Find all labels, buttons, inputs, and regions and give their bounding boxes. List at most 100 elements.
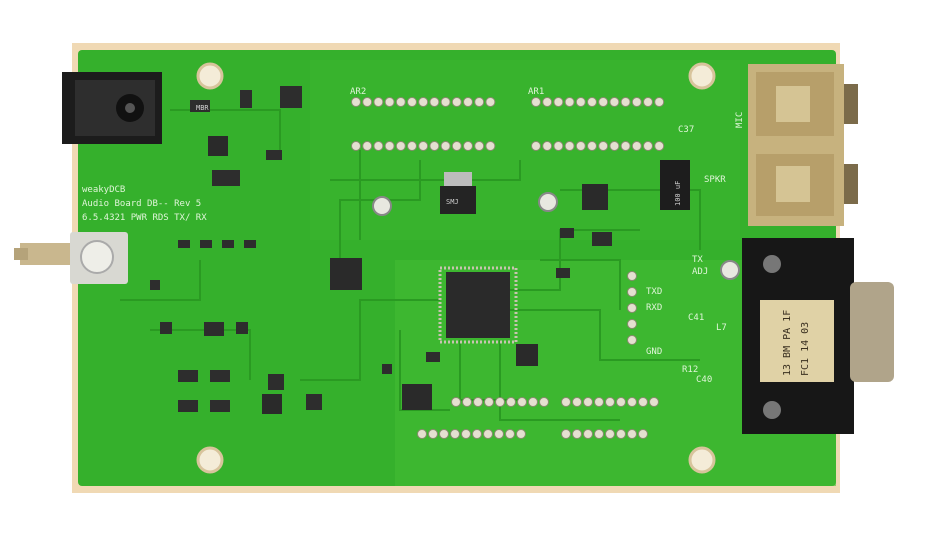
lower-pad-row-c bbox=[472, 429, 482, 439]
serial-pad bbox=[627, 271, 637, 281]
ar1-pad-top bbox=[587, 97, 597, 107]
lower-pad-row-c bbox=[428, 429, 438, 439]
ar2-pad-bottom bbox=[418, 141, 429, 151]
serial-pad bbox=[627, 303, 637, 313]
lower-pad-row-c bbox=[483, 429, 493, 439]
ar2-pad-top bbox=[395, 97, 406, 107]
ar1-pad-top bbox=[575, 97, 586, 107]
mounting-holes bbox=[196, 62, 716, 474]
serial-pad bbox=[627, 319, 637, 329]
ar1-pad-top bbox=[620, 97, 631, 107]
db9-connector bbox=[742, 238, 894, 434]
serial-pad bbox=[627, 287, 637, 297]
label-regulator: SMJ bbox=[446, 198, 459, 206]
lower-pad-row-b bbox=[572, 397, 582, 407]
ar1-pad-bottom bbox=[631, 141, 642, 151]
ar2-pad-bottom bbox=[463, 141, 473, 151]
ar2-pad-top bbox=[485, 97, 496, 107]
label-rxd: RXD bbox=[646, 303, 662, 313]
lower-pad-row-c bbox=[505, 429, 515, 439]
label-db9-line1: 13 BM PA 1F bbox=[782, 310, 793, 376]
ar2-pad-top bbox=[429, 97, 440, 107]
ar2-pad-top bbox=[384, 97, 395, 107]
ar1-pad-top bbox=[631, 97, 642, 107]
ar1-pad-bottom bbox=[587, 141, 597, 151]
ar1-pad-bottom bbox=[553, 141, 564, 151]
lower-pad-row-a bbox=[473, 397, 483, 407]
ar1-pad-bottom bbox=[575, 141, 586, 151]
dc-power-jack bbox=[62, 72, 162, 144]
ar2-pad-bottom bbox=[429, 141, 440, 151]
ar2-pad-top bbox=[351, 97, 361, 107]
lower-pad-row-d bbox=[605, 429, 615, 439]
lower-pad-row-c bbox=[516, 429, 526, 439]
lower-pad-row-d bbox=[583, 429, 593, 439]
label-spkr: SPKR bbox=[704, 175, 726, 185]
ar1-pad-bottom bbox=[531, 141, 541, 151]
ar2-pad-bottom bbox=[474, 141, 485, 151]
ar2-pad-bottom bbox=[451, 141, 462, 151]
ar1-pad-top bbox=[609, 97, 620, 107]
lower-pad-row-b bbox=[594, 397, 604, 407]
ar1-pad-bottom bbox=[564, 141, 575, 151]
lower-pad-row-a bbox=[528, 397, 538, 407]
ar1-pad-top bbox=[654, 97, 665, 107]
mcu-chip bbox=[438, 266, 518, 344]
label-gnd: GND bbox=[646, 347, 662, 357]
ground-pour-top bbox=[310, 60, 740, 240]
label-silk-left-1: weakyDCB bbox=[82, 185, 125, 195]
label-l7: L7 bbox=[716, 323, 727, 333]
lower-pad-row-c bbox=[461, 429, 471, 439]
ar2-pad-top bbox=[463, 97, 473, 107]
ar1-pad-top bbox=[553, 97, 564, 107]
lower-pad-row-d bbox=[638, 429, 648, 439]
lower-pad-row-a bbox=[451, 397, 461, 407]
ar1-pad-bottom bbox=[609, 141, 620, 151]
lower-pad-row-c bbox=[450, 429, 460, 439]
sma-connector bbox=[14, 232, 128, 284]
audio-jack-mic bbox=[748, 64, 858, 146]
ar1-pad-top bbox=[542, 97, 553, 107]
ar2-pad-top bbox=[474, 97, 485, 107]
lower-pad-row-b bbox=[616, 397, 626, 407]
ar2-pad-bottom bbox=[351, 141, 361, 151]
label-silk-left-2: Audio Board DB-- Rev 5 bbox=[82, 199, 201, 209]
ar1-pad-top bbox=[598, 97, 609, 107]
label-txd: TXD bbox=[646, 287, 662, 297]
label-tx: TX bbox=[692, 255, 703, 265]
ar1-pad-bottom bbox=[643, 141, 653, 151]
lower-pad-row-b bbox=[649, 397, 659, 407]
ar1-pad-top bbox=[531, 97, 541, 107]
label-db9-line2: FC1 14 03 bbox=[800, 322, 811, 376]
lower-pad-row-c bbox=[439, 429, 449, 439]
lower-pad-row-c bbox=[494, 429, 504, 439]
label-silk-left-3: 6.5.4321 PWR RDS TX/ RX bbox=[82, 213, 207, 223]
lower-pad-row-a bbox=[517, 397, 527, 407]
ar1-pad-bottom bbox=[598, 141, 609, 151]
lower-pad-row-b bbox=[627, 397, 637, 407]
lower-pad-row-a bbox=[495, 397, 505, 407]
lower-pad-row-d bbox=[627, 429, 637, 439]
lower-pad-row-b bbox=[638, 397, 648, 407]
ar1-pad-top bbox=[564, 97, 575, 107]
smd-capacitor bbox=[660, 160, 690, 210]
label-c41: C41 bbox=[688, 313, 704, 323]
audio-jack-spkr bbox=[748, 146, 858, 226]
ar1-pad-bottom bbox=[620, 141, 631, 151]
ar2-pad-top bbox=[407, 97, 417, 107]
ar2-pad-top bbox=[451, 97, 462, 107]
label-r12: R12 bbox=[682, 365, 698, 375]
lower-pad-row-a bbox=[539, 397, 549, 407]
ar2-pad-bottom bbox=[395, 141, 406, 151]
lower-pad-row-d bbox=[594, 429, 604, 439]
label-c40: C40 bbox=[696, 375, 712, 385]
lower-pad-row-d bbox=[616, 429, 626, 439]
ar2-pad-bottom bbox=[373, 141, 384, 151]
ar2-pad-bottom bbox=[407, 141, 417, 151]
lower-pad-row-c bbox=[417, 429, 427, 439]
ar2-pad-top bbox=[440, 97, 451, 107]
lower-pad-row-d bbox=[572, 429, 582, 439]
lower-pad-row-b bbox=[605, 397, 615, 407]
